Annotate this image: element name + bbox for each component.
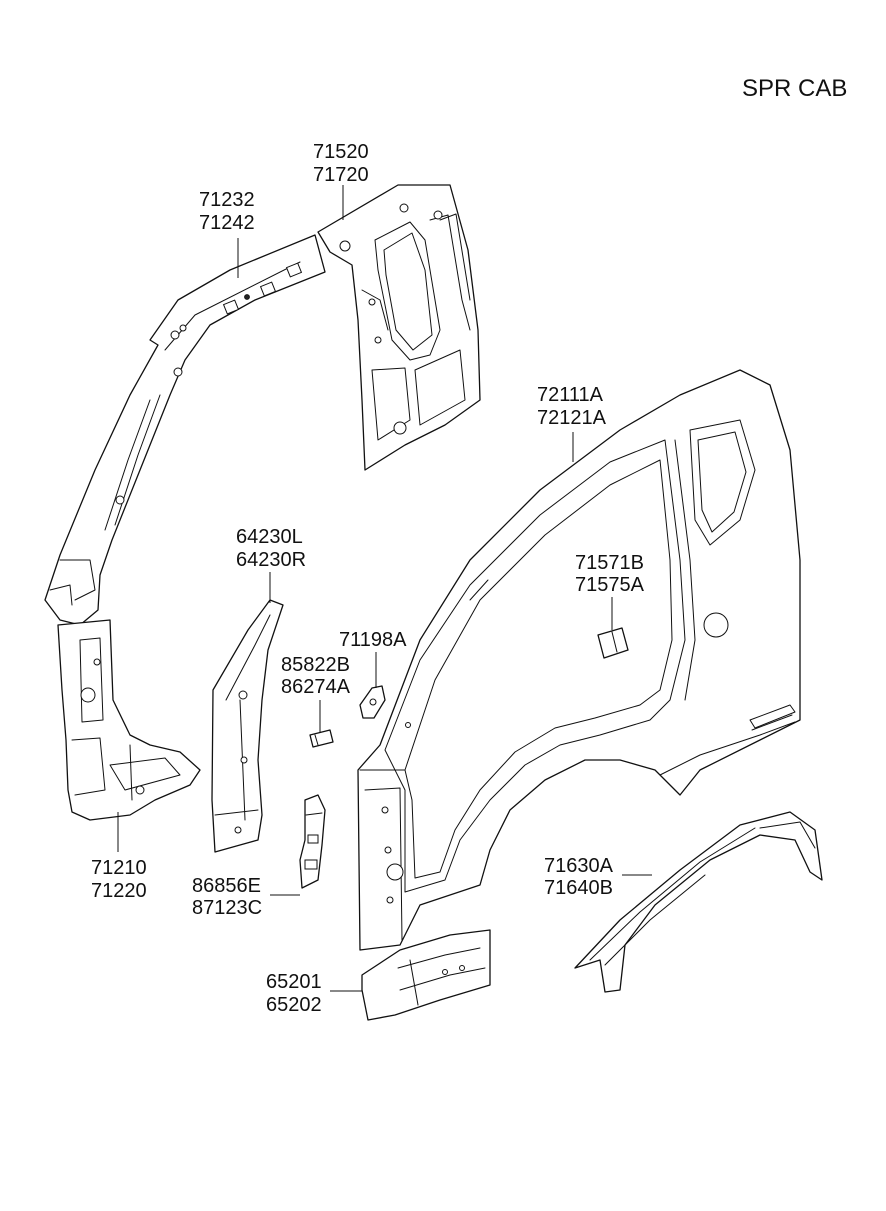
- rear-inner-panel-part: [317, 184, 481, 471]
- callout-sill: 65201 65202: [266, 971, 322, 1016]
- callout-wheel-arch-line-2: 71640B: [544, 877, 613, 899]
- callout-pillar-rein-line-1: 64230L: [236, 526, 303, 548]
- cap-part: [359, 685, 386, 719]
- callout-side-outer-line-1: 72111A: [537, 384, 604, 406]
- leader-lines: [117, 185, 652, 992]
- callout-front-lower-line-1: 71210: [91, 857, 147, 879]
- callout-pillar-rein: 64230L 64230R: [236, 526, 306, 571]
- callout-front-lower: 71210 71220: [91, 857, 147, 902]
- callout-clip-line-2: 86274A: [281, 676, 351, 698]
- callout-clip: 85822B 86274A: [281, 654, 351, 698]
- callout-wheel-arch-line-1: 71630A: [544, 855, 614, 877]
- callout-patch-line-2: 71575A: [575, 574, 645, 596]
- callout-patch: 71571B 71575A: [575, 552, 645, 596]
- callout-clip-line-1: 85822B: [281, 654, 350, 676]
- callout-rear-inner-line-1: 71520: [313, 141, 369, 163]
- callout-a-pillar-line-1: 71232: [199, 189, 255, 211]
- callout-pillar-rein-line-2: 64230R: [236, 549, 306, 571]
- center-pillar-rein-part: [211, 599, 284, 853]
- callout-bracket-line-2: 87123C: [192, 897, 262, 919]
- front-lower-inner-part: [57, 619, 201, 821]
- callout-cap: 71198A: [339, 629, 407, 651]
- callout-bracket: 86856E 87123C: [192, 875, 262, 919]
- clip-part: [309, 729, 334, 748]
- a-pillar-part: [44, 234, 326, 626]
- callout-patch-line-1: 71571B: [575, 552, 644, 574]
- callout-bracket-line-1: 86856E: [192, 875, 261, 897]
- diagram-title: SPR CAB: [742, 75, 847, 102]
- callout-a-pillar-line-2: 71242: [199, 212, 255, 234]
- callout-side-outer-line-2: 72121A: [537, 407, 607, 429]
- callout-sill-line-2: 65202: [266, 994, 322, 1016]
- callout-cap-line-1: 71198A: [339, 629, 407, 651]
- callout-a-pillar: 71232 71242: [199, 189, 255, 234]
- callout-wheel-arch: 71630A 71640B: [544, 855, 614, 899]
- callout-rear-inner-line-2: 71720: [313, 164, 369, 186]
- bracket-part: [299, 794, 326, 889]
- side-outer-panel-part: [357, 369, 801, 951]
- sill-part: [361, 929, 491, 1021]
- wheel-arch-part: [574, 811, 823, 993]
- patch-part: [597, 627, 629, 659]
- callout-side-outer: 72111A 72121A: [537, 384, 607, 429]
- callout-front-lower-line-2: 71220: [91, 880, 147, 902]
- callout-sill-line-1: 65201: [266, 971, 322, 993]
- callout-rear-inner: 71520 71720: [313, 141, 369, 186]
